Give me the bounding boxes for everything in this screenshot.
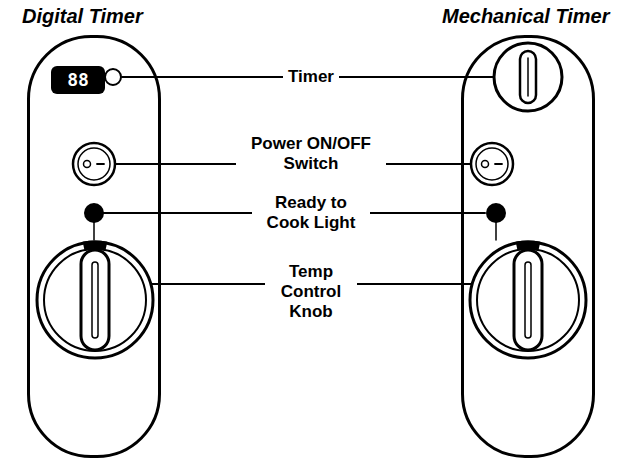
timer-knob [494, 43, 562, 111]
panel-heading: Digital Timer [22, 4, 143, 28]
indicator-tick [93, 222, 95, 240]
part-label: Power ON/OFF Switch [236, 134, 386, 174]
control-panel: 88Digital Timer [27, 35, 161, 458]
part-label: Ready to Cook Light [252, 193, 370, 233]
temp-knob [37, 242, 153, 358]
control-panel: Mechanical Timer [461, 35, 595, 458]
part-label: Temp Control Knob [265, 262, 357, 322]
part-label: Timer [283, 67, 339, 87]
panel-heading: Mechanical Timer [442, 4, 609, 28]
ready-light [84, 203, 104, 223]
power-switch [471, 143, 513, 185]
indicator-tick [495, 222, 497, 240]
temp-knob [470, 242, 586, 358]
timer-display: 88 [51, 66, 105, 94]
power-switch [73, 143, 115, 185]
display-digits: 88 [67, 70, 89, 90]
ready-light [486, 203, 506, 223]
timer-button [105, 69, 121, 85]
